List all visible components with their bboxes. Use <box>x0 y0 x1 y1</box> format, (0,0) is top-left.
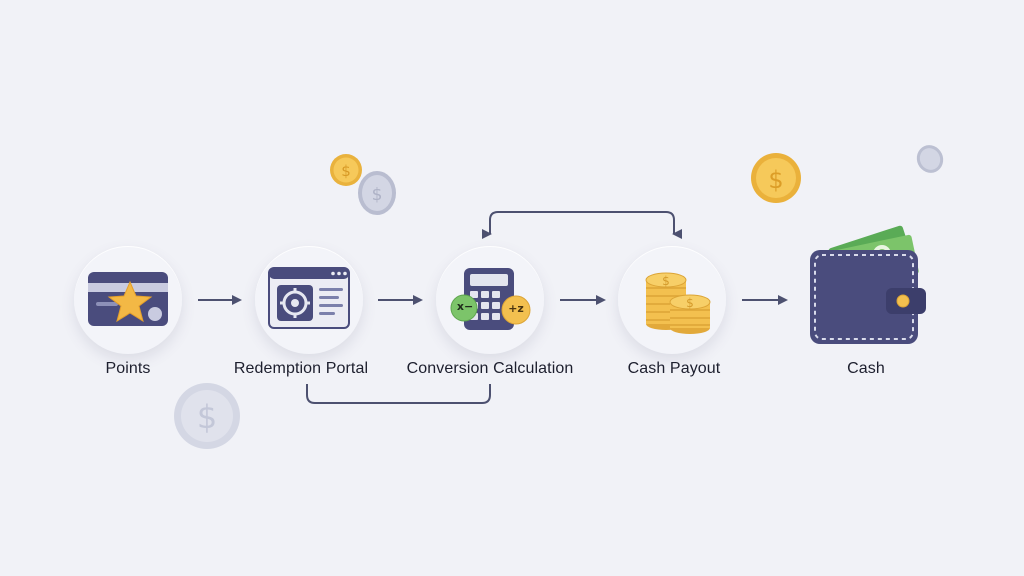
bottom-bracket <box>306 384 491 404</box>
wallet-icon <box>810 225 926 344</box>
svg-text:$: $ <box>768 166 783 194</box>
step-label-conversion-calculation: Conversion Calculation <box>406 360 574 377</box>
svg-text:$: $ <box>686 296 694 310</box>
calc-badge-right-label: +z <box>508 302 524 315</box>
gold-coin-icon: $ <box>751 153 801 203</box>
star-card-icon <box>88 272 168 326</box>
silver-coin-icon <box>916 145 944 173</box>
step-label-cash: Cash <box>847 360 885 377</box>
calc-badge-left-label: x− <box>456 300 474 313</box>
step-label-redemption-portal: Redemption Portal <box>233 360 369 377</box>
step-label-cash-payout: Cash Payout <box>627 360 721 377</box>
coin-stack-right: $ <box>669 294 711 334</box>
silver-coin-icon: $ <box>358 171 396 215</box>
gold-coin-icon: $ <box>330 154 362 186</box>
svg-text:$: $ <box>341 162 351 180</box>
svg-text:$: $ <box>662 274 670 288</box>
svg-text:$: $ <box>197 398 217 436</box>
coin-stack-icon: $ $ <box>645 272 711 334</box>
faded-coin-icon: $ <box>174 383 240 449</box>
calculator-icon <box>450 268 531 330</box>
browser-target-icon <box>268 267 350 329</box>
top-feedback-loop <box>482 211 682 239</box>
svg-text:$: $ <box>372 185 383 205</box>
step-label-points: Points <box>105 360 151 377</box>
